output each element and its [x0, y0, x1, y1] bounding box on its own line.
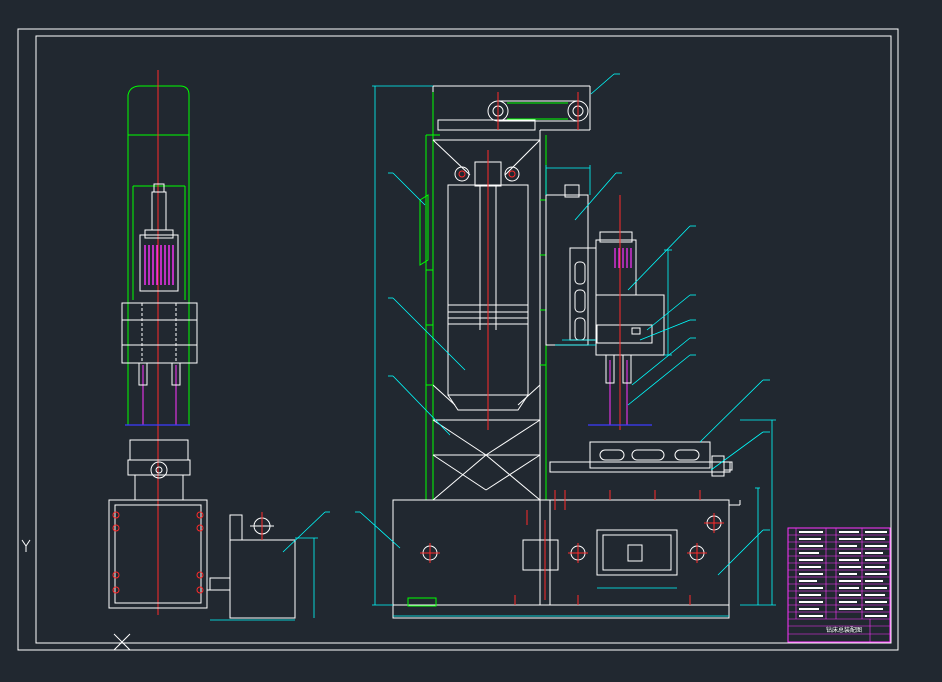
main-front-view [355, 73, 776, 619]
column-and-gearbox [108, 439, 208, 609]
top-pulleys [487, 100, 589, 122]
left-side-view [108, 70, 330, 621]
front-drill-bits [609, 360, 628, 425]
drill-bits [142, 365, 177, 425]
part-leaders [355, 73, 770, 576]
left-view-dimensions [210, 511, 330, 621]
motor-outline [139, 183, 179, 292]
machine-base [392, 499, 741, 619]
sheet-frame [17, 28, 899, 651]
base-centermarks [420, 490, 724, 605]
upper-housing-hidden [127, 85, 190, 425]
ucs-y-icon [21, 539, 131, 651]
motor-fins [144, 245, 174, 285]
column-lattice [432, 139, 541, 501]
hydraulic-tank [207, 514, 296, 619]
title-block-title: 钻床总装配图 [826, 626, 862, 634]
worktable-vise [549, 441, 733, 477]
front-view-dimensions [372, 85, 776, 617]
spindle-slide [545, 184, 665, 356]
headstock-block [121, 302, 198, 364]
spindle-motor-fins [614, 248, 632, 268]
title-block: 钻床总装配图 [787, 527, 891, 643]
